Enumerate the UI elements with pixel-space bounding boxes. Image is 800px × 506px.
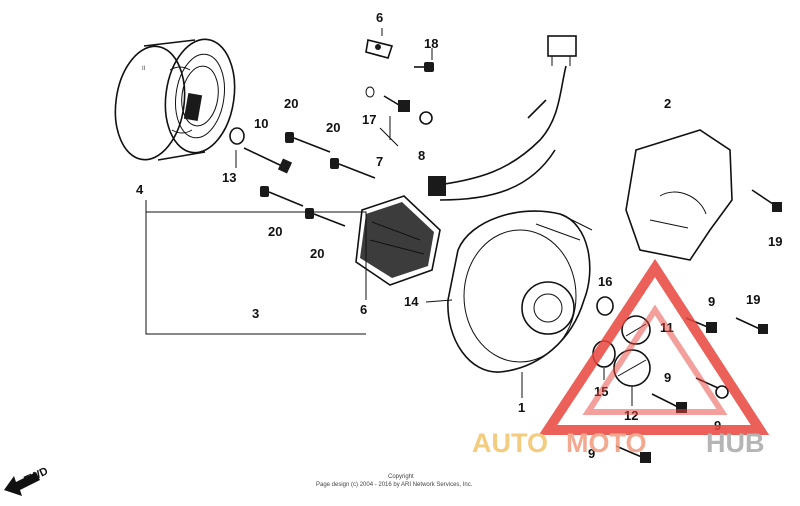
bolt-19-top <box>751 189 782 212</box>
callout-2: 2 <box>664 96 671 111</box>
callout-7: 7 <box>376 154 383 169</box>
flywheel-rotor: II <box>114 38 236 161</box>
cover-2 <box>625 129 733 261</box>
bolt-20-c <box>260 186 304 207</box>
callout-4: 4 <box>136 182 144 197</box>
leader-lines <box>145 28 633 406</box>
callout-20-c: 20 <box>268 224 282 239</box>
callout-13: 13 <box>222 170 236 185</box>
bolt-20-b <box>330 158 376 179</box>
generator-cover <box>447 210 593 373</box>
copyright-line-2: Page design (c) 2004 - 2016 by ARI Netwo… <box>316 482 473 488</box>
bolt-20-d <box>305 208 346 227</box>
callout-1: 1 <box>518 400 525 415</box>
o-ring-16 <box>596 296 614 316</box>
wiring-harness <box>428 35 577 201</box>
bolt-9-b <box>651 393 687 413</box>
callout-18: 18 <box>424 36 438 51</box>
bolt-9-d <box>615 445 651 463</box>
callout-6-mid: 6 <box>360 302 367 317</box>
callout-19-top: 19 <box>768 234 782 249</box>
copyright: Copyright Page design (c) 2004 - 2016 by… <box>316 474 473 488</box>
screw-18 <box>414 62 434 72</box>
callout-9-a: 9 <box>708 294 715 309</box>
callout-20-a: 20 <box>284 96 298 111</box>
pulse-sensor <box>365 86 433 125</box>
stator <box>355 195 441 286</box>
bolt-19-b <box>735 317 768 334</box>
bolt-20-a <box>285 132 331 153</box>
callout-6-top: 6 <box>376 10 383 25</box>
callout-20-d: 20 <box>310 246 324 261</box>
fwd-arrow-icon <box>4 472 40 496</box>
watermark-auto: AUTO <box>472 428 548 458</box>
copyright-line-1: Copyright <box>388 474 414 480</box>
watermark-hub: HUB <box>706 428 765 458</box>
callout-16: 16 <box>598 274 612 289</box>
washer-13 <box>229 127 245 145</box>
fwd-label: FWD <box>22 465 50 486</box>
warning-triangle-icon <box>538 258 770 435</box>
callout-14: 14 <box>404 294 419 309</box>
callout-8: 8 <box>418 148 425 163</box>
fwd-indicator: FWD <box>4 465 50 496</box>
callout-3: 3 <box>252 306 259 321</box>
bolt-10 <box>243 147 293 174</box>
callout-10: 10 <box>254 116 268 131</box>
svg-text:II: II <box>142 66 146 72</box>
callout-9-d: 9 <box>588 446 595 461</box>
callout-19-b: 19 <box>746 292 760 307</box>
watermark-moto: MOTO <box>566 428 647 458</box>
callout-17: 17 <box>362 112 376 127</box>
watermark-logo: AUTO MOTO HUB <box>472 258 770 458</box>
callout-20-b: 20 <box>326 120 340 135</box>
clip-6 <box>365 39 394 59</box>
callouts: 6 18 2 20 20 10 17 7 8 13 4 20 20 19 3 6… <box>136 10 782 461</box>
callout-9-b: 9 <box>664 370 671 385</box>
